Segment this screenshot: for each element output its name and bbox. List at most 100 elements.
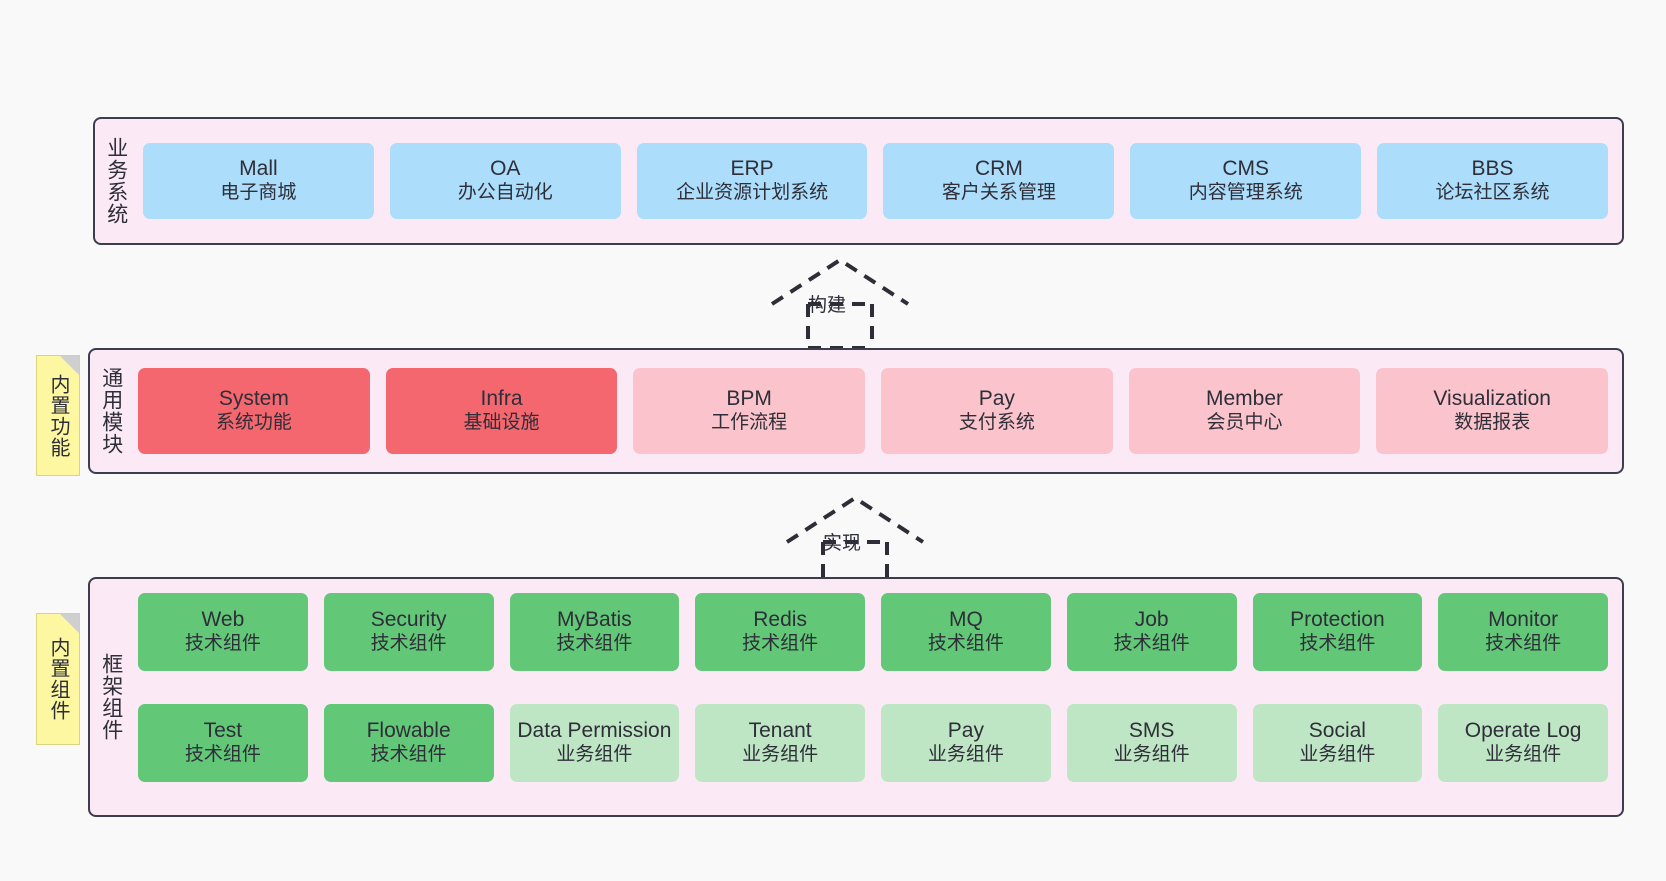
card-title-en: Mall [239,157,278,181]
note-builtin-features-label: 内置功能 [47,373,69,458]
card-title-cn: 支付系统 [958,412,1035,434]
card-title-cn: 基础设施 [463,412,540,434]
card-title-en: Security [370,608,447,632]
card-title-cn: 数据报表 [1454,412,1531,434]
connector-implement: 实现 [775,486,935,590]
connector-build: 构建 [760,248,920,352]
card-title-en: System [218,387,289,411]
card-title-en: Pay [978,387,1015,411]
card-title-en: Monitor [1488,608,1559,632]
card-title-cn: 业务组件 [1299,744,1376,766]
card-title-cn: 技术组件 [370,633,447,655]
card-title-en: CRM [974,157,1023,181]
card-title-en: BBS [1471,157,1514,181]
card-title-en: Redis [753,608,807,632]
card-title-cn: 技术组件 [184,633,261,655]
card-title-en: Member [1206,387,1284,411]
card-title-cn: 客户关系管理 [941,182,1056,204]
card-title-en: Job [1134,608,1169,632]
card-title-cn: 业务组件 [556,744,633,766]
connector-implement-label: 实现 [823,533,862,554]
card-title-cn: 工作流程 [711,412,788,434]
card-title-cn: 技术组件 [556,633,633,655]
card-title-en: Data Permission [517,719,672,743]
note-builtin-components-label: 内置组件 [47,637,69,721]
card-title-cn: 企业资源计划系统 [676,182,829,204]
card-title-en: BPM [726,387,772,411]
card-title-en: OA [490,157,521,181]
card-title-en: Visualization [1433,387,1551,411]
card-title-en: Infra [480,387,523,411]
card-title-cn: 业务组件 [927,744,1004,766]
layer-framework-components-label: 框架组件 [99,653,123,741]
card-title-cn: 技术组件 [742,633,819,655]
card-title-en: Web [201,608,245,632]
card-title-cn: 业务组件 [742,744,819,766]
card-title-en: Flowable [366,719,451,743]
card-title-en: SMS [1128,719,1175,743]
card-title-en: ERP [730,157,774,181]
card-title-cn: 电子商城 [220,182,297,204]
card-title-en: CMS [1222,157,1270,181]
card-title-cn: 业务组件 [1113,744,1190,766]
card-title-cn: 内容管理系统 [1188,182,1303,204]
card-title-cn: 技术组件 [1299,633,1376,655]
card-title-cn: 技术组件 [1113,633,1190,655]
card-title-en: MyBatis [557,608,632,632]
card-title-cn: 办公自动化 [457,182,553,204]
card-title-en: Pay [947,719,984,743]
connector-build-arrow [770,257,910,350]
card-title-cn: 技术组件 [1485,633,1562,655]
note-builtin-features: 内置功能 [36,355,80,476]
card-title-en: Test [203,719,243,743]
card-title-cn: 技术组件 [370,744,447,766]
card-title-cn: 技术组件 [184,744,261,766]
card-title-cn: 系统功能 [215,412,292,434]
card-title-en: Tenant [748,719,812,743]
note-builtin-components: 内置组件 [36,613,80,745]
layer-business-systems-label: 业务系统 [104,137,128,225]
layer-common-modules-label: 通用模块 [99,367,123,455]
connector-build-label: 构建 [808,295,847,316]
card-title-en: Protection [1290,608,1385,632]
card-title-en: Social [1308,719,1366,743]
card-title-cn: 技术组件 [927,633,1004,655]
card-title-cn: 业务组件 [1485,744,1562,766]
